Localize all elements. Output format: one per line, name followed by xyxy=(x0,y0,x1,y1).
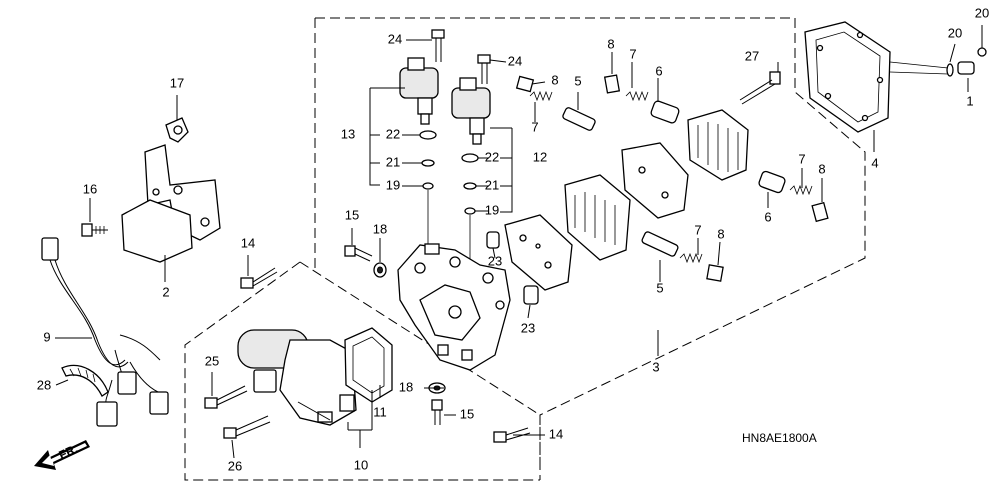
callout-5-upper: 5 xyxy=(574,73,581,88)
callout-3: 3 xyxy=(652,359,659,374)
callout-24-left: 24 xyxy=(388,31,402,46)
callout-6-top: 6 xyxy=(655,63,662,78)
callout-21-right: 21 xyxy=(485,177,499,192)
separator-plate-1 xyxy=(504,214,573,291)
clamp xyxy=(165,117,189,143)
wire-harness xyxy=(41,237,169,427)
bolt-15-upper xyxy=(344,245,373,262)
separator-plate-2 xyxy=(621,142,689,219)
callout-8-right: 8 xyxy=(818,161,825,176)
dowel-pin-upper xyxy=(486,231,500,249)
assembly-outline xyxy=(184,17,866,481)
o-rings xyxy=(419,130,479,260)
callout-6-right: 6 xyxy=(764,209,771,224)
callout-18-lower: 18 xyxy=(399,379,413,394)
spring-7-top xyxy=(625,90,649,102)
sleeve-6-right xyxy=(758,170,786,194)
callout-21-left: 21 xyxy=(386,154,400,169)
bolt-15-lower xyxy=(431,399,443,425)
bolt-26 xyxy=(223,415,271,439)
spring-7-right xyxy=(789,184,813,196)
washers-20 xyxy=(889,47,987,77)
bolt-16 xyxy=(81,223,108,237)
spring-7-upper xyxy=(529,90,553,102)
bolt-14-left xyxy=(240,267,278,289)
callout-14-right: 14 xyxy=(549,426,563,441)
callout-15-upper: 15 xyxy=(345,207,359,222)
callout-16: 16 xyxy=(83,181,97,196)
callout-25: 25 xyxy=(205,353,219,368)
callout-5-lower: 5 xyxy=(656,280,663,295)
bolt-27 xyxy=(739,71,781,105)
callout-22-left: 22 xyxy=(386,126,400,141)
dowel-pin-lower xyxy=(523,285,539,305)
retainer-8-top xyxy=(603,74,621,94)
callout-9: 9 xyxy=(43,329,50,344)
callout-23-lower: 23 xyxy=(521,320,535,335)
callout-7-upper: 7 xyxy=(531,119,538,134)
spool-valve-5-lower xyxy=(641,231,679,257)
callout-7-right: 7 xyxy=(798,151,805,166)
leader-lines xyxy=(55,25,983,459)
callout-4: 4 xyxy=(871,155,878,170)
callout-12: 12 xyxy=(533,149,547,164)
bolt-25 xyxy=(204,385,248,409)
washer-18-upper xyxy=(373,262,387,278)
callout-18-upper: 18 xyxy=(373,221,387,236)
spool-valve-5-upper xyxy=(562,107,596,131)
spring-7-lower xyxy=(679,252,703,264)
callout-8-lower: 8 xyxy=(717,226,724,241)
bolt-14-right xyxy=(493,427,531,443)
callout-20-left: 20 xyxy=(948,25,962,40)
valve-body-upper xyxy=(687,109,749,181)
solenoid-left xyxy=(399,57,439,125)
callout-2: 2 xyxy=(162,284,169,299)
cover xyxy=(121,144,221,263)
callout-20-right: 20 xyxy=(975,5,989,20)
callout-15-lower: 15 xyxy=(460,406,474,421)
callout-28: 28 xyxy=(37,377,51,392)
callout-14-left: 14 xyxy=(241,235,255,250)
valve-body-middle xyxy=(564,174,631,261)
plug xyxy=(957,61,975,75)
callout-19-left: 19 xyxy=(386,177,400,192)
callout-10: 10 xyxy=(354,457,368,472)
retainer-8-right xyxy=(811,201,829,223)
solenoid-right xyxy=(451,77,491,145)
retainer-8-upper xyxy=(515,75,535,93)
callout-22-right: 22 xyxy=(485,149,499,164)
callout-11: 11 xyxy=(373,404,387,419)
bolt-24-left xyxy=(431,29,445,62)
callout-24-right: 24 xyxy=(508,53,522,68)
diagram-code: HN8AE1800A xyxy=(742,431,817,445)
front-arrow-icon: FR. xyxy=(34,440,90,470)
callout-23-upper: 23 xyxy=(488,253,502,268)
gasket-11 xyxy=(344,327,393,403)
callout-8-upper: 8 xyxy=(551,72,558,87)
clip-band xyxy=(61,364,109,397)
sleeve-6-top xyxy=(650,100,680,124)
callout-1: 1 xyxy=(966,93,973,108)
callout-13: 13 xyxy=(341,126,355,141)
callout-27: 27 xyxy=(745,48,759,63)
bolt-24-right xyxy=(477,54,491,84)
callout-26: 26 xyxy=(228,458,242,473)
retainer-8-lower xyxy=(706,264,724,282)
shift-motor xyxy=(237,329,357,426)
callout-labels: 1 2 3 4 5 5 6 6 7 7 7 7 8 8 8 8 9 10 11 … xyxy=(37,5,989,473)
callout-7-top: 7 xyxy=(629,46,636,61)
valve-body xyxy=(397,243,511,371)
callout-7-lower: 7 xyxy=(694,222,701,237)
callout-19-right: 19 xyxy=(485,202,499,217)
callout-17: 17 xyxy=(170,75,184,90)
callout-8-top: 8 xyxy=(607,36,614,51)
gasket xyxy=(804,21,891,133)
